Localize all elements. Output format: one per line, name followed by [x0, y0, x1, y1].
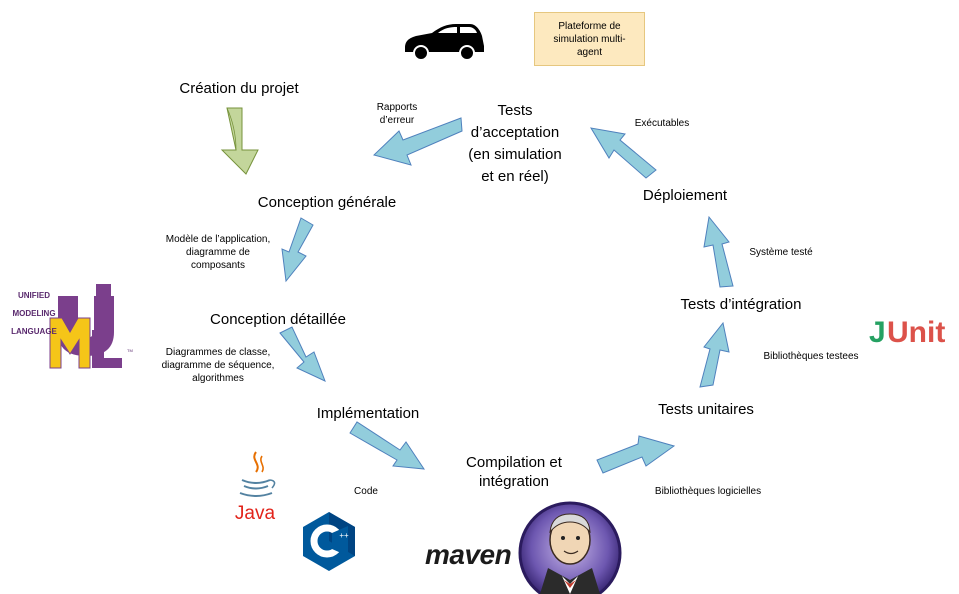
- label-bibliotheques-testees: Bibliothèques testees: [763, 351, 858, 362]
- label-modele-line1: Modèle de l’application,: [166, 234, 271, 245]
- label-diagrammes-line2: diagramme de séquence,: [162, 360, 275, 371]
- label-diagrammes-line3: algorithmes: [192, 373, 244, 384]
- java-wordmark: Java: [235, 503, 276, 524]
- stage-conception-detaillee: Conception détaillée: [210, 311, 346, 328]
- cycle-arrow-unitaires-to-integration: [699, 321, 730, 388]
- java-logo: Java: [235, 451, 276, 524]
- note-line2: simulation multi-: [553, 34, 626, 45]
- label-rapports-line2: d’erreur: [380, 115, 415, 126]
- cycle-arrow-compilation-to-unitaires: [596, 435, 676, 474]
- cycle-arrow-deploiement-to-acceptation: [590, 127, 657, 179]
- cycle-arrow-integration-to-deploiement: [703, 215, 734, 288]
- cycle-arrow-implementation-to-compilation: [349, 421, 426, 470]
- stage-creation-projet: Création du projet: [179, 80, 299, 97]
- stage-compilation-line2: intégration: [479, 473, 549, 490]
- cycle-arrow-acceptation-to-conception: [373, 117, 463, 166]
- label-rapports-line1: Rapports: [377, 102, 418, 113]
- maven-wordmark: maven: [425, 539, 511, 570]
- label-diagrammes-line1: Diagrammes de classe,: [166, 347, 270, 358]
- label-modele-line2: diagramme de: [186, 247, 250, 258]
- uml-logo: UNIFIED MODELING LANGUAGE TM: [11, 284, 133, 369]
- uml-label-line1: UNIFIED: [18, 291, 50, 300]
- stage-conception-generale: Conception générale: [258, 194, 396, 211]
- label-code: Code: [354, 486, 378, 497]
- junit-logo: J Unit: [869, 316, 945, 349]
- start-arrow: [220, 107, 259, 175]
- uml-label-line3: LANGUAGE: [11, 327, 57, 336]
- junit-j: J: [869, 316, 886, 349]
- stage-tests-unitaires: Tests unitaires: [658, 401, 754, 418]
- label-systeme-teste: Système testé: [749, 247, 813, 258]
- label-modele-line3: composants: [191, 260, 245, 271]
- cpp-logo: ++: [303, 512, 355, 571]
- stage-tests-integration: Tests d’intégration: [681, 296, 802, 313]
- simulation-platform-note: Plateforme de simulation multi- agent: [534, 12, 645, 66]
- uml-label-line2: MODELING: [12, 309, 55, 318]
- cycle-arrow-conception-to-detaillee: [281, 217, 314, 283]
- jenkins-logo: [518, 501, 622, 594]
- junit-unit: Unit: [887, 316, 945, 349]
- label-bibliotheques-logicielles: Bibliothèques logicielles: [655, 486, 761, 497]
- stage-tests-acceptation-line3: (en simulation: [468, 146, 561, 163]
- label-executables: Exécutables: [635, 118, 689, 129]
- note-line3: agent: [576, 47, 603, 58]
- cpp-plus: ++: [339, 531, 349, 540]
- stage-compilation-line1: Compilation et: [466, 454, 563, 471]
- stage-deploiement: Déploiement: [643, 187, 728, 204]
- stage-tests-acceptation-line2: d’acceptation: [471, 124, 559, 141]
- car-icon: [405, 24, 484, 61]
- stage-tests-acceptation-line4: et en réel): [481, 168, 549, 185]
- stage-tests-acceptation-line1: Tests: [497, 102, 532, 119]
- stage-implementation: Implémentation: [317, 405, 420, 422]
- note-line1: Plateforme de: [558, 21, 621, 32]
- cycle-arrow-detaillee-to-implementation: [279, 326, 326, 382]
- uml-tm: TM: [127, 348, 133, 353]
